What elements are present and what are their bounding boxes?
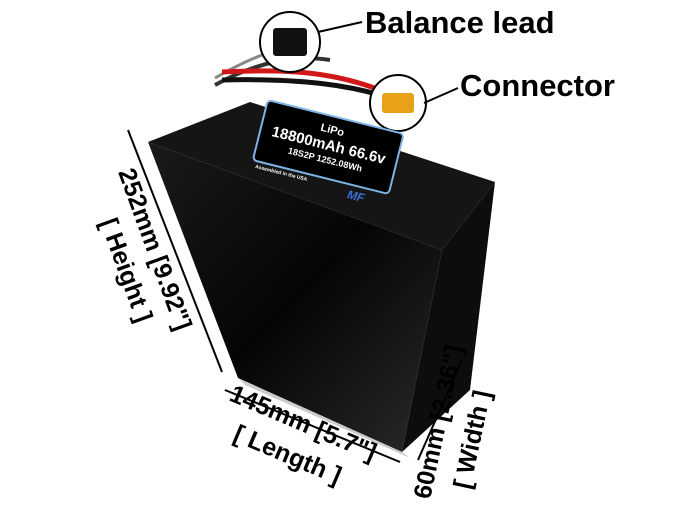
brand-logo: MF — [346, 187, 367, 205]
dimension-lines — [127, 129, 463, 463]
balance-lead-label: Balance lead — [365, 5, 555, 40]
balance-lead-callout: Balance lead — [259, 5, 555, 73]
label-chemistry: LiPo — [319, 122, 345, 139]
battery-label: LiPo 18800mAh 66.6v 18S2P 1252.08Wh Asse… — [252, 99, 404, 205]
connector-label: Connector — [460, 68, 615, 103]
connector-callout: Connector — [369, 68, 615, 132]
